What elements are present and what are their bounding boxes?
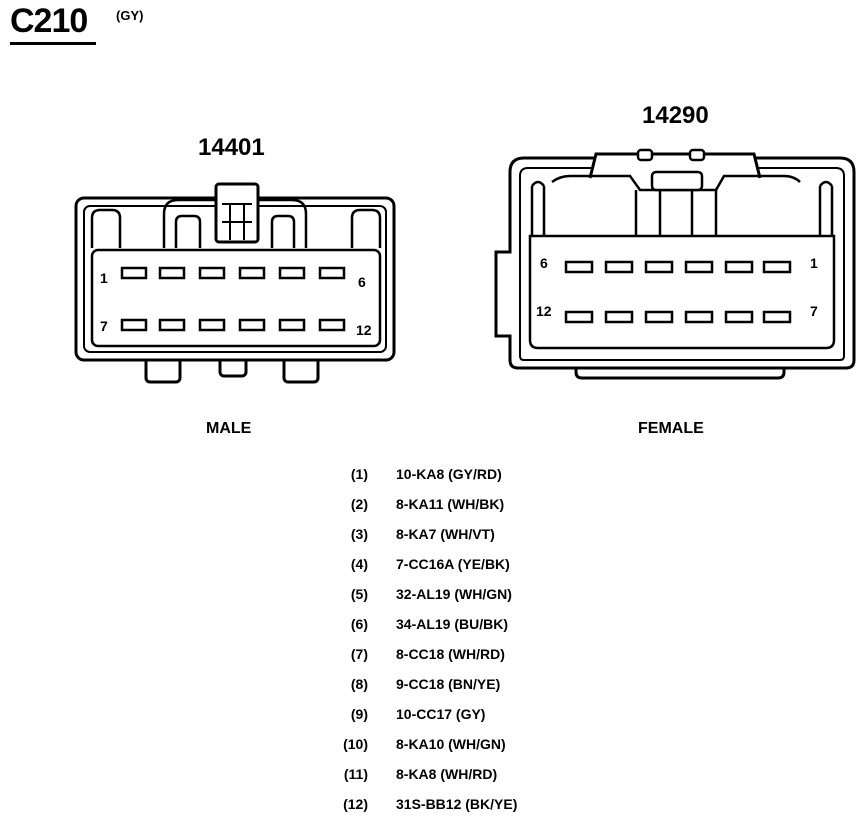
female-pin-cavity xyxy=(604,260,634,274)
female-pin-cavity xyxy=(724,310,754,324)
female-pin-label-bottom-right: 7 xyxy=(810,303,818,319)
connector-id: C210 xyxy=(10,2,88,40)
pin-number: (7) xyxy=(350,646,368,662)
connector-diagrams: 1 6 7 12 6 1 12 7 xyxy=(74,148,856,384)
male-pin-cavity xyxy=(278,318,306,332)
female-connector xyxy=(494,148,856,380)
female-pin-face xyxy=(528,234,836,350)
circuit-designation: 10-KA8 (GY/RD) xyxy=(396,466,502,482)
male-pin-cavity xyxy=(158,318,186,332)
female-pin-cavity xyxy=(684,260,714,274)
female-pin-cavity xyxy=(762,310,792,324)
circuit-designation: 8-KA10 (WH/GN) xyxy=(396,736,506,752)
male-pin-label-bottom-right: 12 xyxy=(356,322,372,338)
pinout-row: (11) 8-KA8 (WH/RD) xyxy=(330,766,630,796)
pinout-row: (8) 9-CC18 (BN/YE) xyxy=(330,676,630,706)
male-pin-cavity xyxy=(278,266,306,280)
female-part-number: 14290 xyxy=(642,102,709,129)
male-pin-cavity xyxy=(158,266,186,280)
female-pin-cavity xyxy=(684,310,714,324)
male-latch xyxy=(214,182,260,244)
male-pin-cavity xyxy=(238,266,266,280)
male-pin-label-top-right: 6 xyxy=(358,274,366,290)
pin-number: (10) xyxy=(343,736,368,752)
circuit-designation: 8-CC18 (WH/RD) xyxy=(396,646,505,662)
female-pin-label-bottom-left: 12 xyxy=(536,303,552,319)
male-pin-cavity xyxy=(120,266,148,280)
circuit-designation: 34-AL19 (BU/BK) xyxy=(396,616,509,632)
male-pin-cavity xyxy=(198,266,226,280)
circuit-designation: 31S-BB12 (BK/YE) xyxy=(396,796,518,812)
male-pin-cavity xyxy=(318,318,346,332)
pin-number: (9) xyxy=(350,706,368,722)
female-pin-label-top-right: 1 xyxy=(810,255,818,271)
male-part-number: 14401 xyxy=(198,134,265,161)
pinout-row: (12) 31S-BB12 (BK/YE) xyxy=(330,796,630,826)
pinout-row: (6) 34-AL19 (BU/BK) xyxy=(330,616,630,646)
circuit-designation: 8-KA11 (WH/BK) xyxy=(396,496,505,512)
pin-number: (1) xyxy=(350,466,368,482)
pin-number: (6) xyxy=(350,616,368,632)
pinout-row: (7) 8-CC18 (WH/RD) xyxy=(330,646,630,676)
female-pin-cavity xyxy=(604,310,634,324)
circuit-designation: 7-CC16A (YE/BK) xyxy=(396,556,510,572)
circuit-designation: 32-AL19 (WH/GN) xyxy=(396,586,512,602)
pin-number: (4) xyxy=(350,556,368,572)
female-pin-label-top-left: 6 xyxy=(540,255,548,271)
female-label: FEMALE xyxy=(638,420,704,437)
pin-number: (8) xyxy=(350,676,368,692)
circuit-designation: 8-KA8 (WH/RD) xyxy=(396,766,498,782)
female-pin-cavities xyxy=(564,260,792,324)
pinout-row: (10) 8-KA10 (WH/GN) xyxy=(330,736,630,766)
male-connector xyxy=(74,182,396,384)
pin-number: (11) xyxy=(343,766,368,782)
female-pin-cavity xyxy=(564,310,594,324)
circuit-designation: 10-CC17 (GY) xyxy=(396,706,486,722)
female-pin-cavity xyxy=(762,260,792,274)
male-pin-cavity xyxy=(120,318,148,332)
male-pin-face xyxy=(90,248,382,348)
female-pin-cavity xyxy=(644,310,674,324)
female-pin-cavity xyxy=(564,260,594,274)
male-pin-cavity xyxy=(318,266,346,280)
male-label: MALE xyxy=(206,420,252,437)
pin-number: (3) xyxy=(350,526,368,542)
pinout-row: (3) 8-KA7 (WH/VT) xyxy=(330,526,630,556)
circuit-designation: 8-KA7 (WH/VT) xyxy=(396,526,495,542)
male-pin-cavity xyxy=(238,318,266,332)
male-pin-label-top-left: 1 xyxy=(100,270,108,286)
pinout-row: (2) 8-KA11 (WH/BK) xyxy=(330,496,630,526)
male-pin-label-bottom-left: 7 xyxy=(100,318,108,334)
pin-number: (12) xyxy=(343,796,368,812)
pin-number: (2) xyxy=(350,496,368,512)
male-pin-cavities xyxy=(120,266,346,332)
female-pin-cavity xyxy=(724,260,754,274)
male-pin-cavity xyxy=(198,318,226,332)
circuit-designation: 9-CC18 (BN/YE) xyxy=(396,676,501,692)
pin-number: (5) xyxy=(350,586,368,602)
pinout-row: (4) 7-CC16A (YE/BK) xyxy=(330,556,630,586)
pinout-row: (1) 10-KA8 (GY/RD) xyxy=(330,466,630,496)
pinout-row: (5) 32-AL19 (WH/GN) xyxy=(330,586,630,616)
title-underline xyxy=(10,42,96,45)
connector-color-code: (GY) xyxy=(116,8,144,23)
pinout-row: (9) 10-CC17 (GY) xyxy=(330,706,630,736)
female-pin-cavity xyxy=(644,260,674,274)
